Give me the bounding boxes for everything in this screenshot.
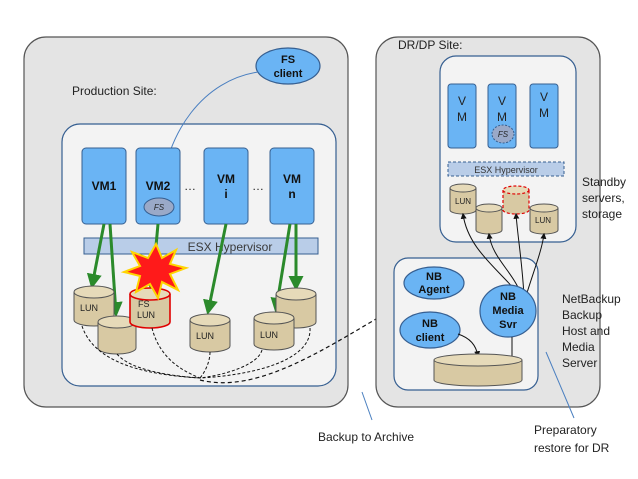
preparatory-label-line2: restore for DR xyxy=(534,441,610,455)
nb-media-label-line3: Svr xyxy=(499,319,517,331)
production-hypervisor-label: ESX Hypervisor xyxy=(188,240,273,254)
dr-vm-1-v: V xyxy=(458,94,466,108)
svg-text:LUN: LUN xyxy=(196,331,214,341)
svg-text:LUN: LUN xyxy=(455,197,471,206)
dr-vm-2-m: M xyxy=(497,110,507,124)
failure-burst-icon xyxy=(120,241,190,301)
standby-label-line1: Standby xyxy=(582,175,626,189)
nb-agent-label-line2: Agent xyxy=(418,284,450,296)
dr-site-title: DR/DP Site: xyxy=(398,38,462,52)
vmi-label-line1: VM xyxy=(217,172,235,186)
svg-text:LUN: LUN xyxy=(535,216,551,225)
backup-to-archive-arrow xyxy=(199,304,402,384)
prod-fs-lun-failed xyxy=(129,287,171,329)
netbackup-label-line3: Host and xyxy=(562,324,610,338)
dr-hypervisor-bar xyxy=(447,161,565,177)
vm2-fs-badge xyxy=(143,197,175,217)
dr-vm-2-fs-badge xyxy=(491,124,515,144)
lun-backup-flow xyxy=(81,325,311,379)
vmn-box xyxy=(269,147,315,225)
nb-media-server-node xyxy=(479,284,537,338)
dr-vm-3-m: M xyxy=(539,106,549,120)
svg-text:LUN: LUN xyxy=(80,303,98,313)
arrow-vmi-lun xyxy=(203,223,228,315)
production-hypervisor-bar xyxy=(83,237,319,255)
vmn-label-line2: n xyxy=(288,187,295,201)
nb-client-storage-link xyxy=(457,333,481,358)
vm2-fs-badge-label: FS xyxy=(154,203,165,212)
nb-client-label-line1: NB xyxy=(422,318,438,330)
vm2-label: VM2 xyxy=(146,179,171,193)
fs-client-label-line1: FS xyxy=(281,54,295,66)
dr-lun-4: LUN xyxy=(529,203,559,235)
vmn-label-line1: VM xyxy=(283,172,301,186)
netbackup-label-line5: Server xyxy=(562,356,597,370)
nb-agent-label-line1: NB xyxy=(426,271,442,283)
dr-lun-1: LUN xyxy=(449,183,477,215)
backup-archive-pointer xyxy=(361,391,373,421)
vmi-label-line2: i xyxy=(224,187,227,201)
dr-lun-2 xyxy=(475,203,503,235)
fs-client-node xyxy=(255,47,321,85)
preparatory-label-line1: Preparatory xyxy=(534,423,597,437)
nb-media-label-line1: NB xyxy=(500,291,516,303)
dr-vm-2-fs-badge-label: FS xyxy=(498,130,509,139)
prod-lun-5: LUN xyxy=(253,311,295,351)
preparatory-pointer xyxy=(545,351,575,419)
failed-lun-label-line2: LUN xyxy=(137,310,155,320)
dr-vm-3-v: V xyxy=(540,90,548,104)
arrow-vm1-lun1 xyxy=(86,223,106,289)
prod-lun-3: LUN xyxy=(189,313,231,353)
netbackup-label-line4: Media xyxy=(562,340,595,354)
fs-client-label-line2: client xyxy=(274,68,303,80)
arrow-vm1-lun2 xyxy=(107,223,123,317)
dr-vm-3 xyxy=(529,83,559,149)
standby-label-line3: storage xyxy=(582,207,622,221)
netbackup-label-line1: NetBackup xyxy=(562,292,621,306)
dr-lun-3-pending xyxy=(502,185,530,215)
nb-agent-node xyxy=(403,266,465,300)
svg-text:LUN: LUN xyxy=(260,330,278,340)
dr-vm-1 xyxy=(447,83,477,149)
nb-client-label-line2: client xyxy=(416,332,445,344)
dr-vm-1-m: M xyxy=(457,110,467,124)
ellipsis-1: … xyxy=(184,179,196,193)
failed-lun-label-line1: FS xyxy=(138,299,150,309)
vm1-label: VM1 xyxy=(92,179,117,193)
backup-to-archive-label: Backup to Archive xyxy=(318,430,414,444)
nb-client-node xyxy=(399,311,461,349)
ellipsis-2: … xyxy=(252,179,264,193)
dr-vm-2-v: V xyxy=(498,94,506,108)
dr-hypervisor-label: ESX Hypervisor xyxy=(474,165,538,175)
production-site-title: Production Site: xyxy=(72,84,157,98)
vmi-box xyxy=(203,147,249,225)
standby-label-line2: servers, xyxy=(582,191,625,205)
netbackup-label-line2: Backup xyxy=(562,308,602,322)
nb-media-label-line2: Media xyxy=(492,305,524,317)
nb-storage-disk xyxy=(433,353,523,387)
